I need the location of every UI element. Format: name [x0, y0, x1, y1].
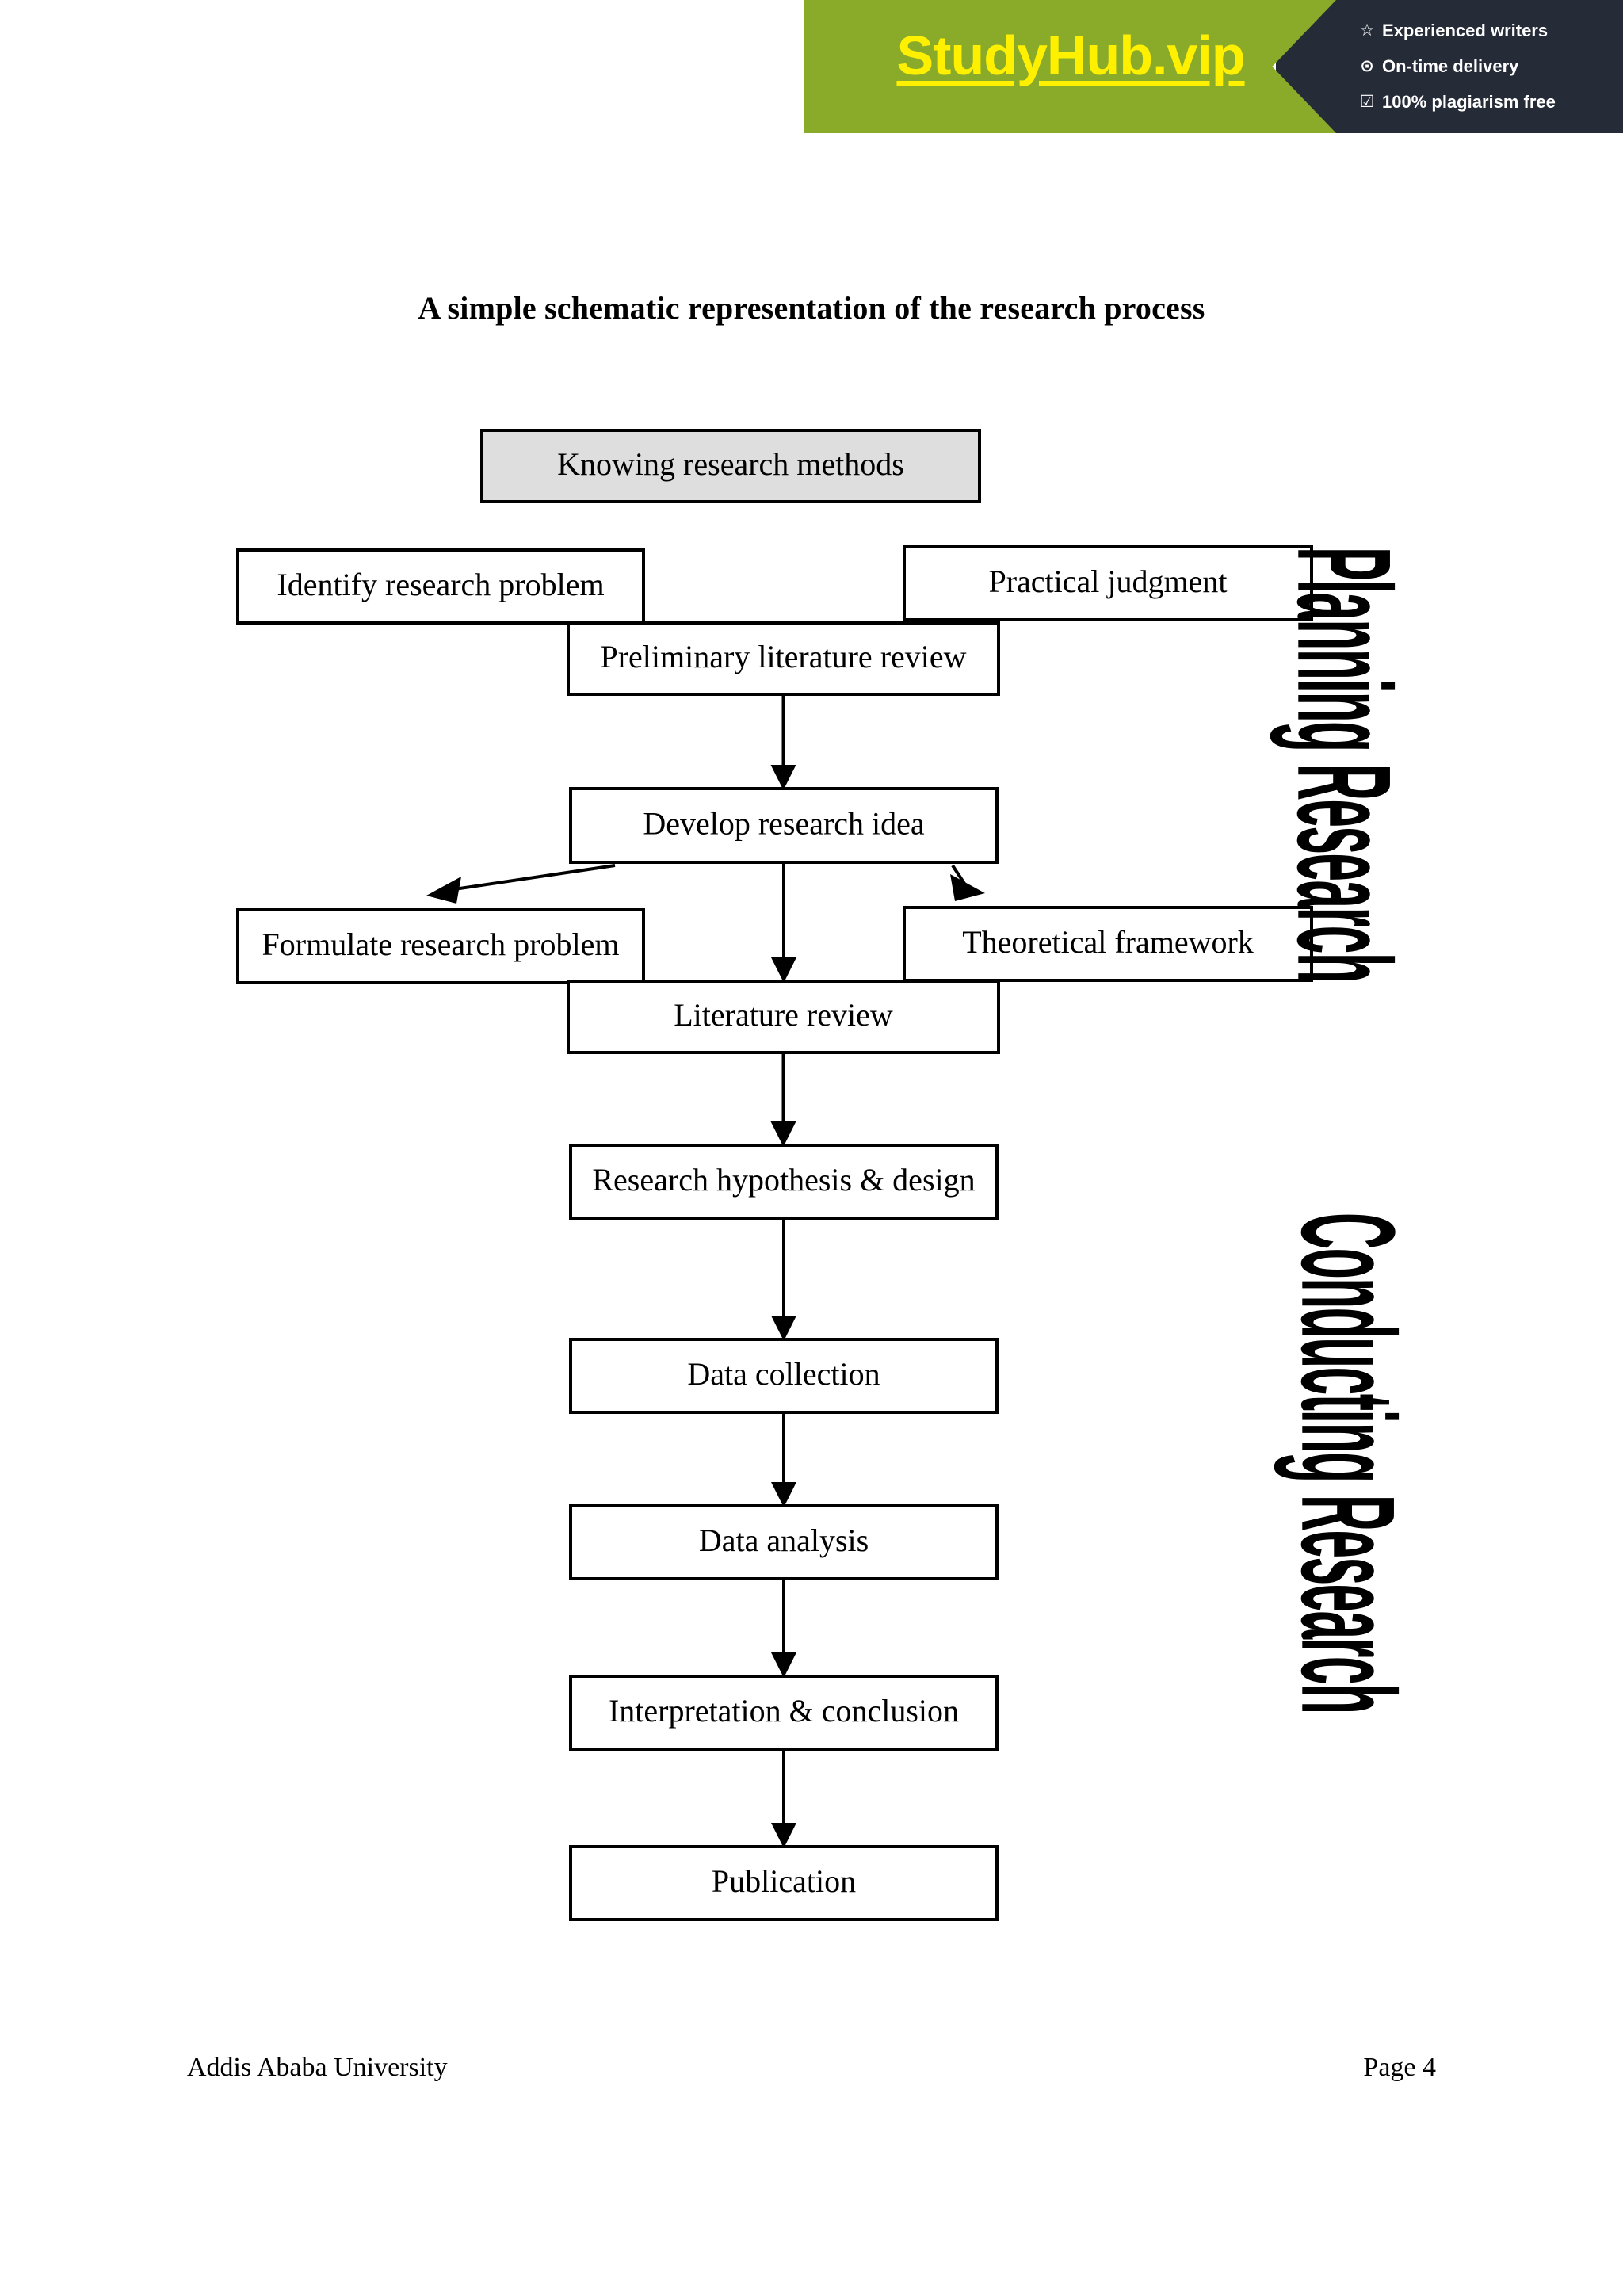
flow-node-label: Identify research problem	[277, 567, 604, 602]
promo-feature-item: ☑ 100% plagiarism free	[1358, 84, 1556, 120]
flow-node-box	[569, 1845, 999, 1921]
footer-institution: Addis Ababa University	[187, 2053, 448, 2082]
flow-node-box	[569, 1338, 999, 1414]
footer-page-number: Page 4	[1363, 2053, 1436, 2082]
flow-node-label: Formulate research problem	[262, 926, 620, 962]
studyhub-logo[interactable]: StudyHub.vip	[896, 25, 1245, 86]
promo-feature-label: On-time delivery	[1382, 56, 1519, 76]
star-icon: ☆	[1359, 21, 1375, 40]
flow-node-collection[interactable]: Data collection	[569, 1338, 999, 1414]
page-title: A simple schematic representation of the…	[418, 290, 1205, 326]
clock-icon: ⊙	[1360, 57, 1374, 75]
promo-banner-dark-panel	[1276, 0, 1623, 133]
promo-banner[interactable]: StudyHub.vip ☆ Experienced writers ⊙ On-…	[804, 0, 1623, 133]
flow-node-practical[interactable]: Practical judgment	[903, 545, 1313, 621]
flow-node-label: Research hypothesis & design	[592, 1162, 975, 1198]
flow-node-theoretical[interactable]: Theoretical framework	[903, 906, 1313, 982]
flow-node-box	[236, 548, 645, 625]
flow-edge-collection-to-analysis	[771, 1412, 796, 1507]
flow-node-label: Practical judgment	[988, 563, 1227, 599]
flow-node-develop[interactable]: Develop research idea	[569, 787, 999, 864]
flow-node-box	[569, 1504, 999, 1580]
promo-feature-label: Experienced writers	[1382, 21, 1549, 40]
flow-node-label: Data analysis	[699, 1522, 869, 1558]
flow-node-hypothesis[interactable]: Research hypothesis & design	[569, 1144, 999, 1220]
flow-node-box	[236, 908, 645, 984]
flow-node-prelim[interactable]: Preliminary literature review	[567, 621, 1000, 696]
flow-edge-analysis-to-interpretation	[771, 1579, 796, 1678]
flow-node-label: Publication	[712, 1863, 856, 1899]
flow-node-identify[interactable]: Identify research problem	[236, 548, 645, 625]
promo-feature-list: ☆ Experienced writers ⊙ On-time delivery…	[1358, 13, 1556, 120]
flow-node-label: Theoretical framework	[962, 924, 1254, 960]
flow-node-formulate[interactable]: Formulate research problem	[236, 908, 645, 984]
flow-node-label: Knowing research methods	[557, 446, 904, 482]
flow-node-box	[903, 545, 1313, 621]
page-footer: Addis Ababa University Page 4	[187, 2053, 1436, 2083]
flow-edge-interpretation-to-publication	[771, 1749, 796, 1848]
flow-edge-develop-to-litreview	[771, 862, 796, 983]
flow-edge-develop-to-theoretical	[950, 864, 985, 901]
flow-node-box	[569, 787, 999, 864]
flow-node-box	[903, 906, 1313, 982]
flow-node-label: Develop research idea	[643, 806, 925, 842]
flow-edge-develop-to-formulate	[426, 864, 616, 904]
flow-node-litreview[interactable]: Literature review	[567, 980, 1000, 1054]
promo-feature-item: ⊙ On-time delivery	[1358, 48, 1556, 84]
flow-node-label: Data collection	[687, 1356, 880, 1392]
flow-node-box	[480, 429, 981, 503]
promo-feature-label: 100% plagiarism free	[1382, 92, 1556, 112]
flow-node-label: Interpretation & conclusion	[609, 1693, 959, 1729]
flow-node-label: Preliminary literature review	[600, 639, 966, 674]
flow-node-analysis[interactable]: Data analysis	[569, 1504, 999, 1580]
phase-label-conducting: Conducting Research	[1273, 1213, 1421, 1713]
flow-node-box	[569, 1675, 999, 1751]
phase-label-planning: Planning Research	[1269, 547, 1417, 983]
flow-node-box	[567, 980, 1000, 1054]
flow-node-knowing[interactable]: Knowing research methods	[480, 429, 981, 503]
flowchart-edge-layer	[426, 694, 985, 1848]
flow-edge-litreview-to-hypothesis	[770, 1052, 796, 1147]
flow-node-label: Literature review	[674, 997, 893, 1033]
flow-edge-hypothesis-to-collection	[771, 1218, 796, 1341]
flow-node-box	[569, 1144, 999, 1220]
flow-node-publication[interactable]: Publication	[569, 1845, 999, 1921]
flow-node-box	[567, 621, 1000, 696]
flow-node-interpretation[interactable]: Interpretation & conclusion	[569, 1675, 999, 1751]
promo-feature-item: ☆ Experienced writers	[1358, 13, 1556, 48]
flow-edge-prelim-to-develop	[770, 694, 796, 790]
shield-check-icon: ☑	[1359, 93, 1375, 111]
promo-banner-green-panel	[804, 0, 1336, 133]
